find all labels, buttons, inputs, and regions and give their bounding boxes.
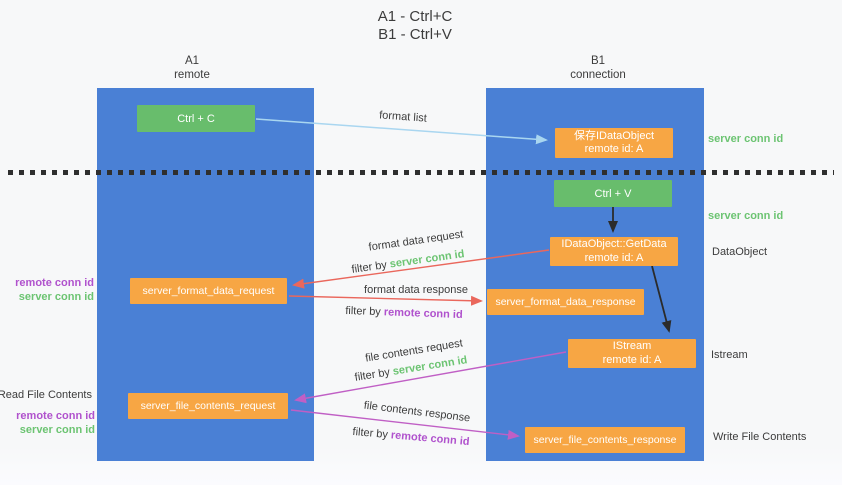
label-remote-conn-id-left-2: remote conn id xyxy=(16,410,95,422)
diagram-title: A1 - Ctrl+C B1 - Ctrl+V xyxy=(330,8,500,44)
lane-b-header: B1 connection xyxy=(538,54,658,82)
format-data-response-arrow xyxy=(288,295,483,306)
lane-a-subtitle: remote xyxy=(174,69,210,81)
label-format-data-response: format data response xyxy=(364,284,468,296)
label-server-conn-id-mid-right: server conn id xyxy=(708,210,784,222)
file-contents-request-arrow xyxy=(294,351,567,404)
label-read-file-contents: Read File Contents xyxy=(0,389,92,401)
title-line-1: A1 - Ctrl+C xyxy=(377,8,453,25)
node-idataobject-getdata-line1: IDataObject::GetData xyxy=(561,238,667,250)
file-contents-response-arrow xyxy=(290,409,520,440)
node-server-format-data-response: server_format_data_response xyxy=(487,289,644,315)
format-list-arrow xyxy=(255,118,548,145)
node-save-idataobject-line1: 保存IDataObject xyxy=(573,129,655,142)
node-save-idataobject: 保存IDataObject remote id: A xyxy=(555,128,673,158)
getdata-to-istream-arrow xyxy=(651,265,672,333)
node-server-file-contents-response-label: server_file_contents_response xyxy=(533,434,677,446)
filter-by-text: filter by xyxy=(345,304,382,319)
label-dataobject: DataObject xyxy=(712,246,768,258)
lane-a-title: A1 xyxy=(184,55,200,67)
node-server-file-contents-request-label: server_file_contents_request xyxy=(140,400,276,412)
label-istream: Istream xyxy=(711,349,748,361)
node-istream: IStream remote id: A xyxy=(568,339,696,368)
node-idataobject-getdata-line2: remote id: A xyxy=(584,251,644,264)
label-server-conn-id-left-2: server conn id xyxy=(19,424,95,436)
lane-b-title: B1 xyxy=(590,55,606,67)
lane-a-header: A1 remote xyxy=(132,54,252,82)
lane-b-subtitle: connection xyxy=(570,69,626,81)
node-ctrl-c: Ctrl + C xyxy=(137,105,255,132)
node-save-idataobject-line2: remote id: A xyxy=(584,143,644,155)
node-server-format-data-response-label: server_format_data_response xyxy=(495,296,636,308)
node-istream-line1: IStream xyxy=(612,340,652,352)
node-idataobject-getdata: IDataObject::GetData remote id: A xyxy=(550,237,678,266)
label-write-file-contents: Write File Contents xyxy=(713,431,807,443)
label-server-conn-id-top-right: server conn id xyxy=(708,133,784,145)
node-ctrl-v: Ctrl + V xyxy=(554,180,672,207)
label-server-conn-id-left-1: server conn id xyxy=(18,291,94,303)
title-line-2: B1 - Ctrl+V xyxy=(378,26,452,43)
label-remote-conn-id-left-1: remote conn id xyxy=(15,277,94,289)
node-istream-line2: remote id: A xyxy=(602,353,662,366)
node-server-format-data-request: server_format_data_request xyxy=(130,278,287,304)
node-server-file-contents-request: server_file_contents_request xyxy=(128,393,288,419)
node-ctrl-c-label: Ctrl + C xyxy=(177,112,215,125)
divider-dotted-line xyxy=(8,170,834,175)
node-server-file-contents-response: server_file_contents_response xyxy=(525,427,685,453)
node-server-format-data-request-label: server_format_data_request xyxy=(142,285,275,297)
format-data-request-arrow xyxy=(292,249,550,289)
node-ctrl-v-label: Ctrl + V xyxy=(594,187,632,200)
